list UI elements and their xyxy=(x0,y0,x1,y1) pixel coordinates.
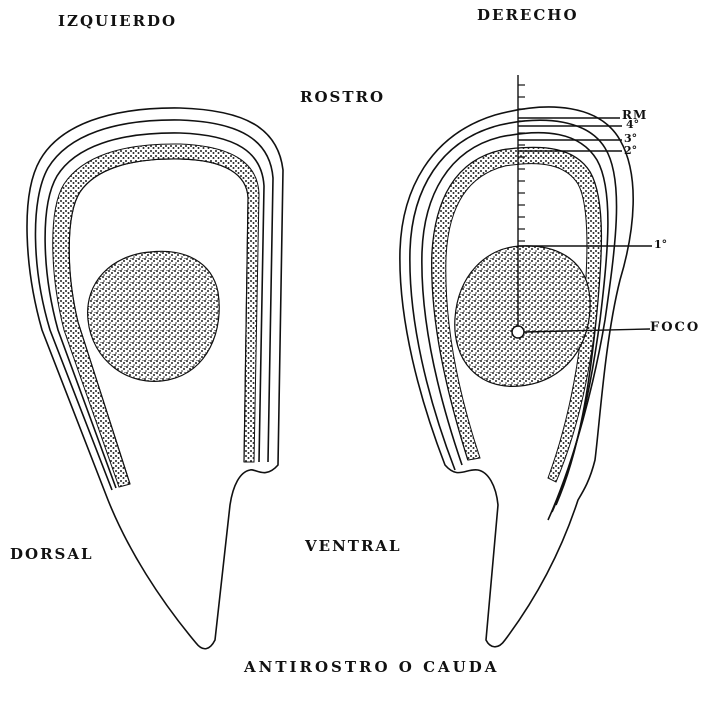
focus-point xyxy=(512,326,524,338)
right-nucleus xyxy=(455,246,590,387)
label-right-side: DERECHO xyxy=(477,6,579,24)
label-left-side: IZQUIERDO xyxy=(58,12,177,30)
annotation-ring4: 4° xyxy=(626,118,639,131)
label-rostro: ROSTRO xyxy=(300,88,385,106)
left-nucleus xyxy=(88,251,220,381)
annotation-ring2: 2° xyxy=(624,144,637,157)
label-dorsal: DORSAL xyxy=(10,545,94,563)
label-antirostro: ANTIROSTRO O CAUDA xyxy=(244,658,499,676)
label-ventral: VENTRAL xyxy=(305,537,402,555)
annotation-ring1: 1° xyxy=(654,238,667,251)
annotation-focus: FOCO xyxy=(650,320,700,335)
